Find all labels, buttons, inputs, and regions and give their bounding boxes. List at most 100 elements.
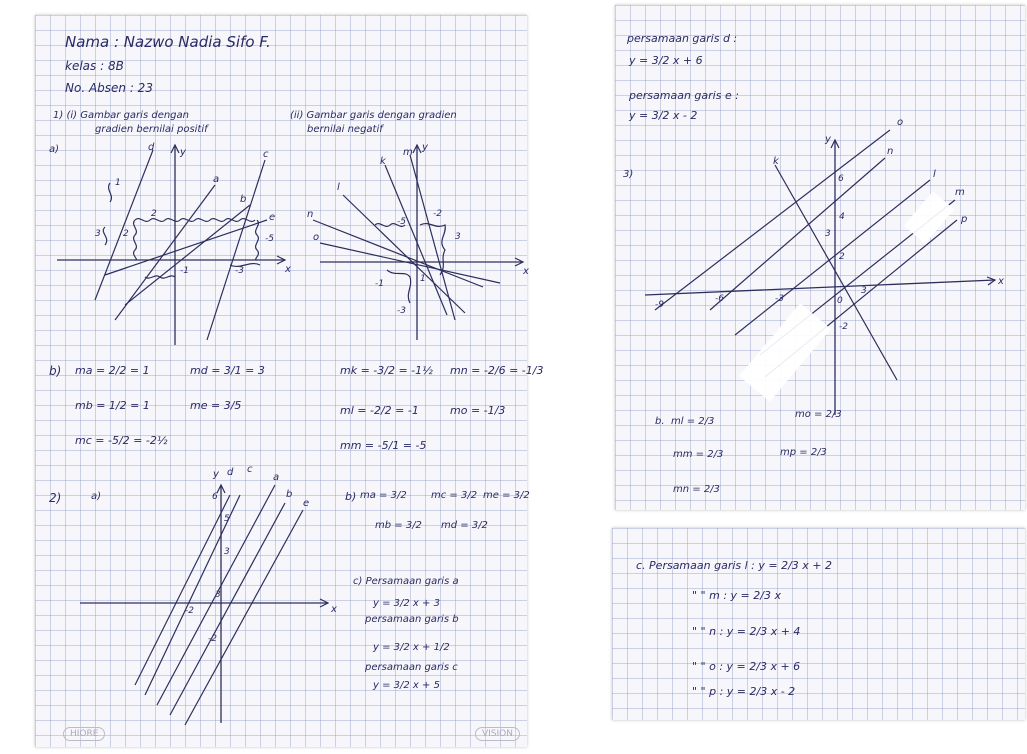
gradient-ml: ml = 2/3 (671, 416, 715, 427)
label-neg2-y: -2 (208, 634, 217, 644)
scribble-2 (419, 222, 446, 276)
eq-line-p: " " p : y = 2/3 x - 2 (692, 685, 796, 698)
label-n: n (887, 146, 894, 157)
gradient-mo: mo = 2/3 (795, 409, 842, 420)
scribble-1 (374, 222, 406, 228)
eq-line-o: " " o : y = 2/3 x + 6 (692, 660, 801, 673)
gradient-mo: mo = -1/3 (450, 404, 506, 417)
scribble-guide-left (132, 219, 138, 261)
gradient-mm: mm = -5/1 = -5 (340, 439, 427, 452)
line-k (384, 164, 448, 316)
label-6: 6 (838, 174, 844, 184)
label-neg1: -1 (180, 266, 189, 276)
label-1: 1 (420, 274, 426, 284)
eq-e: y = 3/2 x - 2 (629, 109, 698, 122)
label-d: d (148, 142, 155, 153)
q1-part-b: b) (49, 364, 62, 378)
y-axis-arrow (412, 143, 422, 154)
eq-a: y = 3/2 x + 3 (373, 598, 440, 609)
label-l: l (933, 169, 936, 180)
label-y: y (422, 142, 428, 153)
label-p: p (961, 214, 968, 225)
label-y: y (825, 134, 831, 145)
label-o: o (897, 117, 904, 128)
worksheet-page-2: persamaan garis d : y = 3/2 x + 6 persam… (615, 5, 1025, 510)
gradient-md: md = 3/1 = 3 (190, 364, 265, 377)
line-e (104, 219, 268, 276)
label-2: 2 (839, 252, 845, 262)
label-neg2: -2 (839, 322, 848, 332)
eq-line-n: " " n : y = 2/3 x + 4 (692, 625, 801, 638)
gradient-ma: ma = 2/2 = 1 (75, 364, 150, 377)
label-c: c (263, 149, 269, 160)
graph-page2 (644, 129, 997, 415)
label-neg2-x: -2 (185, 606, 194, 616)
q1-title-positive: 1) (i) Gambar garis dengan (53, 110, 189, 121)
eq-c: y = 3/2 x + 5 (373, 680, 440, 691)
gradient-mn: mn = -2/6 = -1/3 (450, 364, 544, 377)
y-axis-arrow (216, 483, 226, 494)
label-m: m (955, 187, 965, 198)
label-4: 4 (839, 212, 845, 222)
q1-title-negative-2: bernilai negatif (307, 124, 383, 135)
line-n (312, 219, 484, 288)
label-o: o (313, 232, 320, 243)
q2-part-b: b) (345, 490, 357, 503)
graph-positive-gradient (57, 143, 287, 345)
scribble-guide-top (134, 217, 256, 223)
q3-label: 3) (623, 169, 634, 180)
pers-e: persamaan garis e : (629, 89, 739, 102)
gradient-mk: mk = -3/2 = -1½ (340, 364, 433, 377)
line-k (774, 164, 898, 381)
label-x: x (285, 264, 291, 275)
label-a: a (273, 472, 280, 483)
label-neg1: -1 (375, 279, 384, 289)
line-b (124, 204, 251, 306)
label-3: 3 (455, 232, 461, 242)
pers-c: persamaan garis c (365, 662, 458, 673)
line-n (709, 157, 886, 311)
label-neg3: -3 (775, 294, 784, 304)
student-number: No. Absen : 23 (65, 81, 153, 95)
q2-md: md = 3/2 (441, 520, 488, 531)
q2-me: me = 3/2 (483, 490, 530, 501)
label-y: y (213, 469, 219, 480)
x-axis-arrow (319, 598, 330, 608)
q2-part-a: a) (91, 491, 102, 502)
label-y: y (180, 147, 186, 158)
label-3: 3 (95, 229, 101, 239)
label-3b: 3 (215, 590, 221, 600)
student-name: Nama : Nazwo Nadia Sifo F. (65, 33, 271, 51)
label-c: c (247, 464, 253, 475)
q1-part-a: a) (49, 144, 60, 155)
brace-neg3 (229, 262, 261, 268)
eq-line-m: " " m : y = 2/3 x (692, 589, 781, 602)
label-1: 1 (115, 178, 121, 188)
line-l (734, 179, 931, 336)
q2-ma: ma = 3/2 (360, 490, 407, 501)
x-axis (644, 279, 996, 296)
label-2a: 2 (123, 229, 129, 239)
label-2b: 2 (151, 209, 157, 219)
gradient-mb: mb = 1/2 = 1 (75, 399, 150, 412)
gradient-mn: mn = 2/3 (673, 484, 720, 495)
label-b: b (240, 194, 247, 205)
label-neg2: -2 (433, 209, 442, 219)
student-class: kelas : 8B (65, 59, 124, 73)
line-m (409, 154, 456, 321)
pers-d: persamaan garis d : (627, 32, 738, 45)
label-x: x (998, 276, 1004, 287)
label-l: l (337, 182, 340, 193)
q2-label: 2) (49, 491, 62, 505)
label-m: m (403, 147, 413, 158)
line-e (184, 509, 304, 726)
eq-line-l: c. Persamaan garis l : y = 2/3 x + 2 (636, 559, 833, 572)
scribble-guide-bottom (144, 275, 176, 279)
line-a (114, 184, 216, 321)
label-b: b (286, 489, 293, 500)
line-b (169, 502, 286, 716)
label-3a: 3 (224, 547, 230, 557)
gradient-ml: ml = -2/2 = -1 (340, 404, 419, 417)
label-neg6: -6 (715, 294, 724, 304)
worksheet-page-3: c. Persamaan garis l : y = 2/3 x + 2 " "… (612, 528, 1025, 720)
